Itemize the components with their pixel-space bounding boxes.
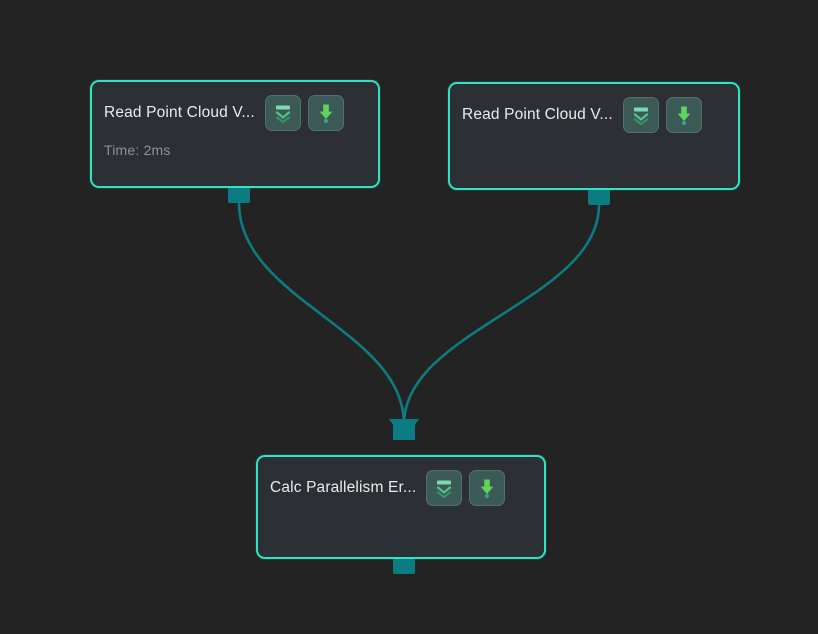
download-icon[interactable] bbox=[307, 95, 344, 131]
edge-read-2-to-calc[interactable] bbox=[402, 204, 601, 425]
node-title: Calc Parallelism Er... bbox=[270, 480, 417, 496]
node-read-point-cloud-1[interactable]: Read Point Cloud V... Time: 2ms bbox=[90, 80, 380, 188]
collapse-icon[interactable] bbox=[622, 97, 659, 133]
node-body: Time: 2ms bbox=[92, 130, 378, 158]
node-read-point-cloud-2[interactable]: Read Point Cloud V... bbox=[448, 82, 740, 190]
node-actions bbox=[264, 95, 344, 131]
node-actions bbox=[426, 470, 506, 506]
node-header: Calc Parallelism Er... bbox=[258, 457, 544, 506]
node-header: Read Point Cloud V... bbox=[450, 84, 738, 133]
output-port[interactable] bbox=[588, 190, 610, 205]
input-port[interactable] bbox=[393, 425, 415, 440]
edge-read-1-to-calc[interactable] bbox=[237, 202, 406, 425]
output-port[interactable] bbox=[393, 559, 415, 574]
node-actions bbox=[622, 97, 702, 133]
collapse-icon[interactable] bbox=[264, 95, 301, 131]
download-icon[interactable] bbox=[665, 97, 702, 133]
output-port[interactable] bbox=[228, 188, 250, 203]
node-time-label: Time: 2ms bbox=[104, 142, 171, 158]
node-header: Read Point Cloud V... bbox=[92, 82, 378, 131]
download-icon[interactable] bbox=[469, 470, 506, 506]
node-title: Read Point Cloud V... bbox=[462, 107, 613, 123]
collapse-icon[interactable] bbox=[426, 470, 463, 506]
node-calc-parallelism[interactable]: Calc Parallelism Er... bbox=[256, 455, 546, 559]
node-title: Read Point Cloud V... bbox=[104, 105, 255, 121]
